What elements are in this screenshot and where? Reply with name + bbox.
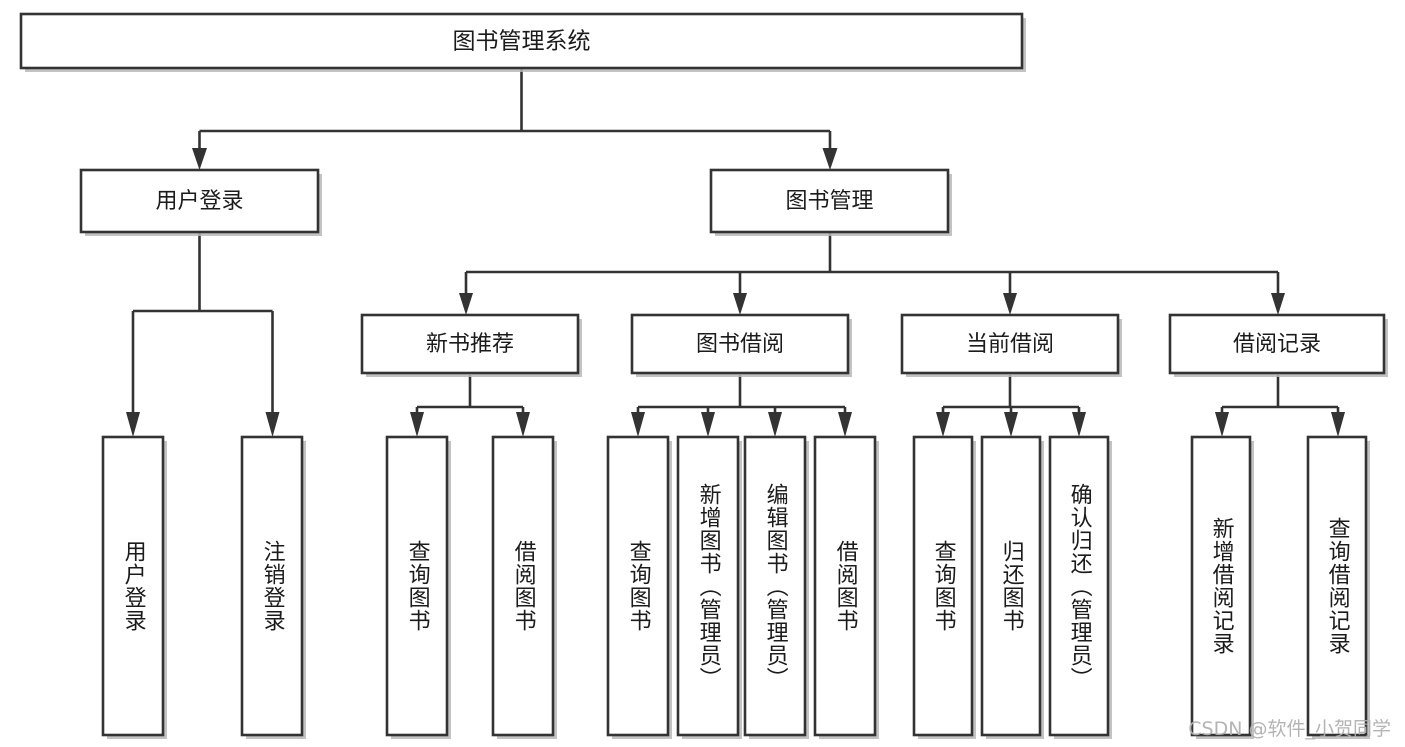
leaf-node-user-login-login[interactable] <box>101 435 167 739</box>
arrow-leaf-borrow-record-1 <box>1215 412 1229 437</box>
node-user-login[interactable]: 用户登录 <box>79 168 322 236</box>
leaf-node-record-query[interactable] <box>1306 435 1370 739</box>
arrow-leaf-new-book-2 <box>516 412 530 437</box>
node-book-manage-label: 图书管理 <box>785 189 873 214</box>
node-book-borrow-box <box>630 313 850 375</box>
arrow-leaf-user-login-2 <box>265 412 280 437</box>
node-user-login-box <box>79 168 320 234</box>
arrow-leaf-book-borrow-3 <box>768 412 782 437</box>
leaf-node-bookborrow-add[interactable] <box>676 435 742 739</box>
leaf-box <box>606 435 670 737</box>
arrow-leaf-current-borrow-2 <box>1004 412 1018 437</box>
leaf-node-currentborrow-query[interactable] <box>912 435 976 739</box>
node-root-system[interactable]: 图书管理系统 <box>19 12 1026 72</box>
connector-layer <box>126 68 1345 437</box>
node-borrow-record-box <box>1168 313 1386 375</box>
leaf-node-user-logout[interactable] <box>240 435 306 739</box>
arrow-leaf-new-book-1 <box>410 412 424 437</box>
arrow-leaf-book-borrow-2 <box>701 412 715 437</box>
arrow-leaf-user-login-1 <box>126 412 140 437</box>
leaf-box <box>240 435 304 737</box>
arrow-to-book-borrow <box>733 293 747 315</box>
arrow-leaf-book-borrow-4 <box>838 412 852 437</box>
leaf-node-bookborrow-borrow[interactable] <box>813 435 879 739</box>
leaf-box <box>491 435 555 737</box>
leaf-box <box>743 435 807 737</box>
node-current-borrow-label: 当前借阅 <box>966 332 1054 357</box>
node-root-label: 图书管理系统 <box>453 29 591 55</box>
node-current-borrow-box <box>900 313 1120 375</box>
node-book-manage[interactable]: 图书管理 <box>709 168 952 236</box>
node-layer: 图书管理系统 用户登录 图书管理 新书推荐 <box>19 12 1388 739</box>
arrow-to-book-manage <box>822 148 838 170</box>
node-book-borrow[interactable]: 图书借阅 <box>630 313 852 377</box>
arrow-leaf-current-borrow-3 <box>1072 412 1086 437</box>
arrow-leaf-book-borrow-1 <box>631 412 645 437</box>
arrow-leaf-borrow-record-2 <box>1331 412 1345 437</box>
leaf-box <box>912 435 974 737</box>
arrow-leaf-current-borrow-1 <box>936 412 950 437</box>
leaf-box <box>1048 435 1110 737</box>
leaf-box <box>813 435 877 737</box>
node-borrow-record[interactable]: 借阅记录 <box>1168 313 1388 377</box>
node-book-borrow-label: 图书借阅 <box>696 332 784 357</box>
node-root-box <box>19 12 1024 70</box>
leaf-node-record-add[interactable] <box>1190 435 1254 739</box>
leaf-node-newbook-borrow[interactable] <box>491 435 557 739</box>
leaf-box <box>101 435 165 737</box>
leaf-node-newbook-query[interactable] <box>385 435 451 739</box>
leaf-node-currentborrow-return[interactable] <box>980 435 1044 739</box>
node-user-login-label: 用户登录 <box>155 189 243 214</box>
leaf-box <box>385 435 449 737</box>
node-new-book-recommend[interactable]: 新书推荐 <box>360 313 582 377</box>
leaf-box <box>676 435 740 737</box>
leaf-box <box>1306 435 1368 737</box>
leaf-box <box>980 435 1042 737</box>
leaf-node-bookborrow-query[interactable] <box>606 435 672 739</box>
leaf-node-currentborrow-confirm[interactable] <box>1048 435 1112 739</box>
arrow-to-current-borrow <box>1003 293 1017 315</box>
arrow-to-borrow-record <box>1271 293 1285 315</box>
node-current-borrow[interactable]: 当前借阅 <box>900 313 1122 377</box>
node-borrow-record-label: 借阅记录 <box>1233 332 1321 357</box>
arrow-to-user-login <box>192 148 207 170</box>
arrow-to-new-book <box>459 293 473 315</box>
leaf-box <box>1190 435 1252 737</box>
node-book-manage-box <box>709 168 950 234</box>
node-new-book-label: 新书推荐 <box>426 332 514 357</box>
node-new-book-box <box>360 313 580 375</box>
leaf-node-bookborrow-edit[interactable] <box>743 435 809 739</box>
